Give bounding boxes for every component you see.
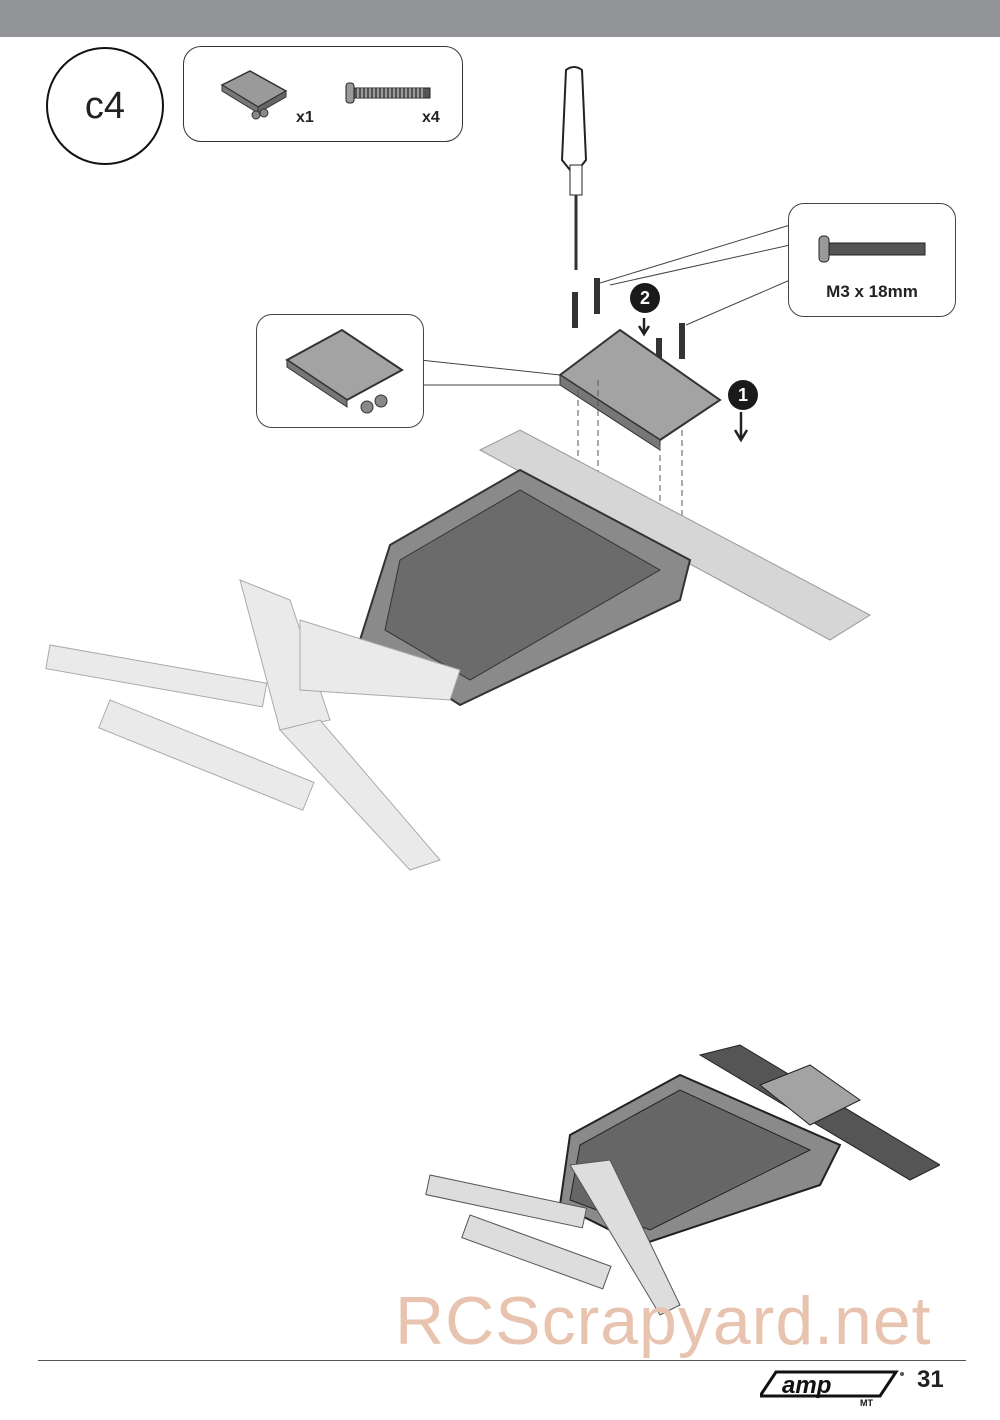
screw-callout: M3 x 18mm — [788, 203, 956, 317]
sequence-number-1: 1 — [728, 380, 758, 410]
sequence-number-2: 2 — [630, 283, 660, 313]
svg-text:amp: amp — [782, 1372, 831, 1399]
amp-mt-logo: amp MT — [760, 1370, 904, 1408]
receiver-plate-detail-icon — [285, 328, 404, 414]
plate-callout — [256, 314, 424, 428]
step-label: c4 — [84, 84, 126, 127]
page-number: 31 — [917, 1366, 944, 1393]
parts-box: x1 x4 — [183, 46, 463, 142]
screwdriver-icon — [560, 66, 588, 270]
screw-icon — [345, 82, 431, 104]
plate-qty: x1 — [296, 109, 314, 126]
step-badge: c4 — [46, 47, 164, 165]
completed-chassis-illustration — [425, 1044, 940, 1316]
screw-qty: x4 — [422, 109, 440, 126]
screw-detail-icon — [818, 235, 926, 263]
svg-text:MT: MT — [860, 1398, 873, 1408]
receiver-plate-icon — [220, 70, 288, 120]
header-bar — [0, 0, 1000, 37]
chassis-illustration — [45, 66, 872, 871]
screw-size-label: M3 x 18mm — [826, 282, 918, 301]
watermark: RCScrapyard.net — [395, 1283, 932, 1359]
footer-rule — [38, 1360, 966, 1361]
